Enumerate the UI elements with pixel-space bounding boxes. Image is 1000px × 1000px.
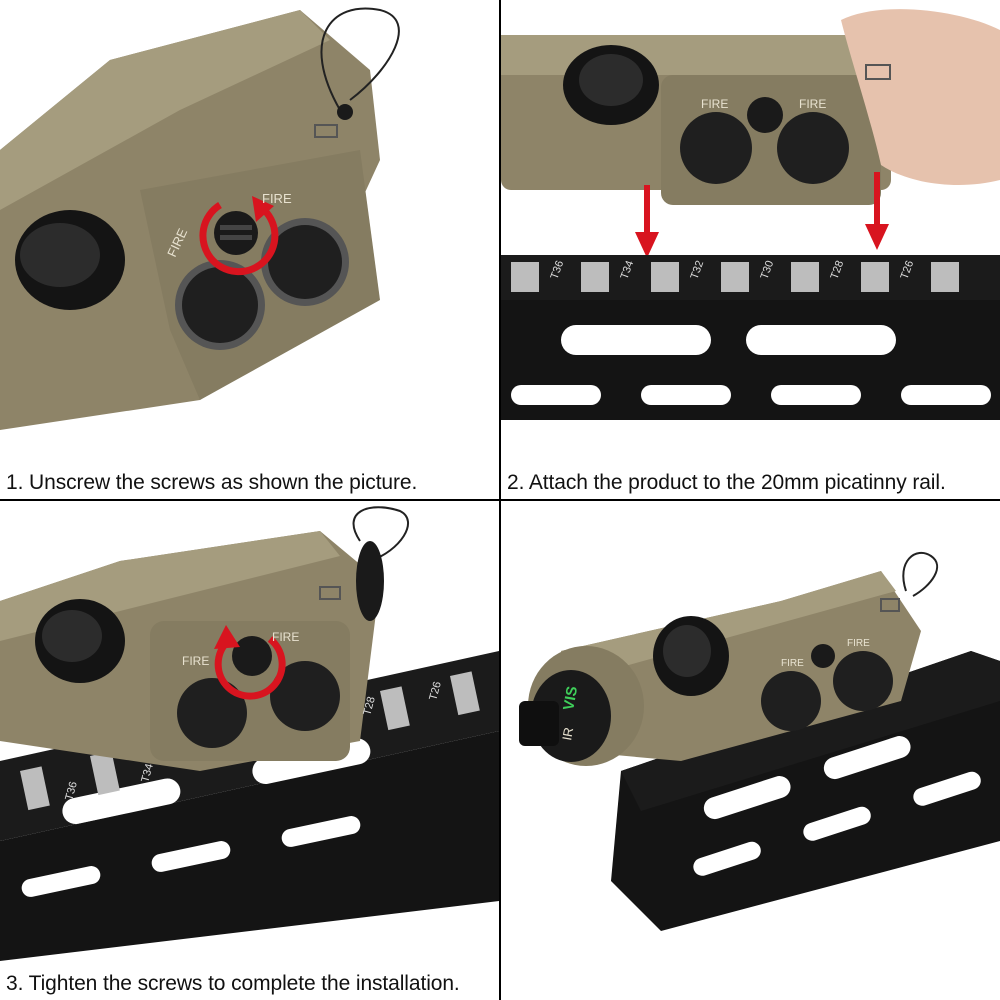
vis-label: VIS [560, 685, 581, 712]
fire-label-left: FIRE [781, 658, 804, 669]
step-3-caption: 3. Tighten the screws to complete the in… [6, 972, 460, 995]
step-4-panel: VIS IR FIRE FIRE [501, 501, 1000, 1000]
step-1-panel: FIRE FIRE 1. Unscrew the screws as shown… [0, 0, 499, 499]
step-2-panel: FIRE FIRE [501, 0, 1000, 499]
step-1-caption: 1. Unscrew the screws as shown the pictu… [6, 471, 418, 494]
step-2-caption: 2. Attach the product to the 20mm picati… [507, 471, 946, 494]
fire-label-left: FIRE [701, 97, 728, 111]
fire-label-left: FIRE [182, 654, 209, 668]
fire-label-right: FIRE [272, 630, 299, 644]
rail-mark: T34 [139, 762, 156, 783]
fire-label-right: FIRE [799, 97, 826, 111]
step-3-panel: FIRE FIRE T36 T34 T28 T26 3. Tighten the… [0, 501, 499, 1000]
fire-label-right: FIRE [847, 638, 870, 649]
step-4-photo: VIS IR FIRE FIRE [501, 501, 1000, 1000]
step-3-photo: FIRE FIRE T36 T34 T28 T26 [0, 501, 499, 961]
fire-label-right: FIRE [262, 191, 292, 206]
panel-divider-horizontal [0, 499, 1000, 501]
step-2-photo: FIRE FIRE [501, 0, 1000, 460]
rail-mark: T36 [63, 780, 80, 801]
step-1-photo: FIRE FIRE [0, 0, 499, 460]
rail-mark: T26 [427, 680, 444, 701]
rail-mark: T28 [361, 695, 378, 716]
ir-label: IR [559, 726, 576, 741]
